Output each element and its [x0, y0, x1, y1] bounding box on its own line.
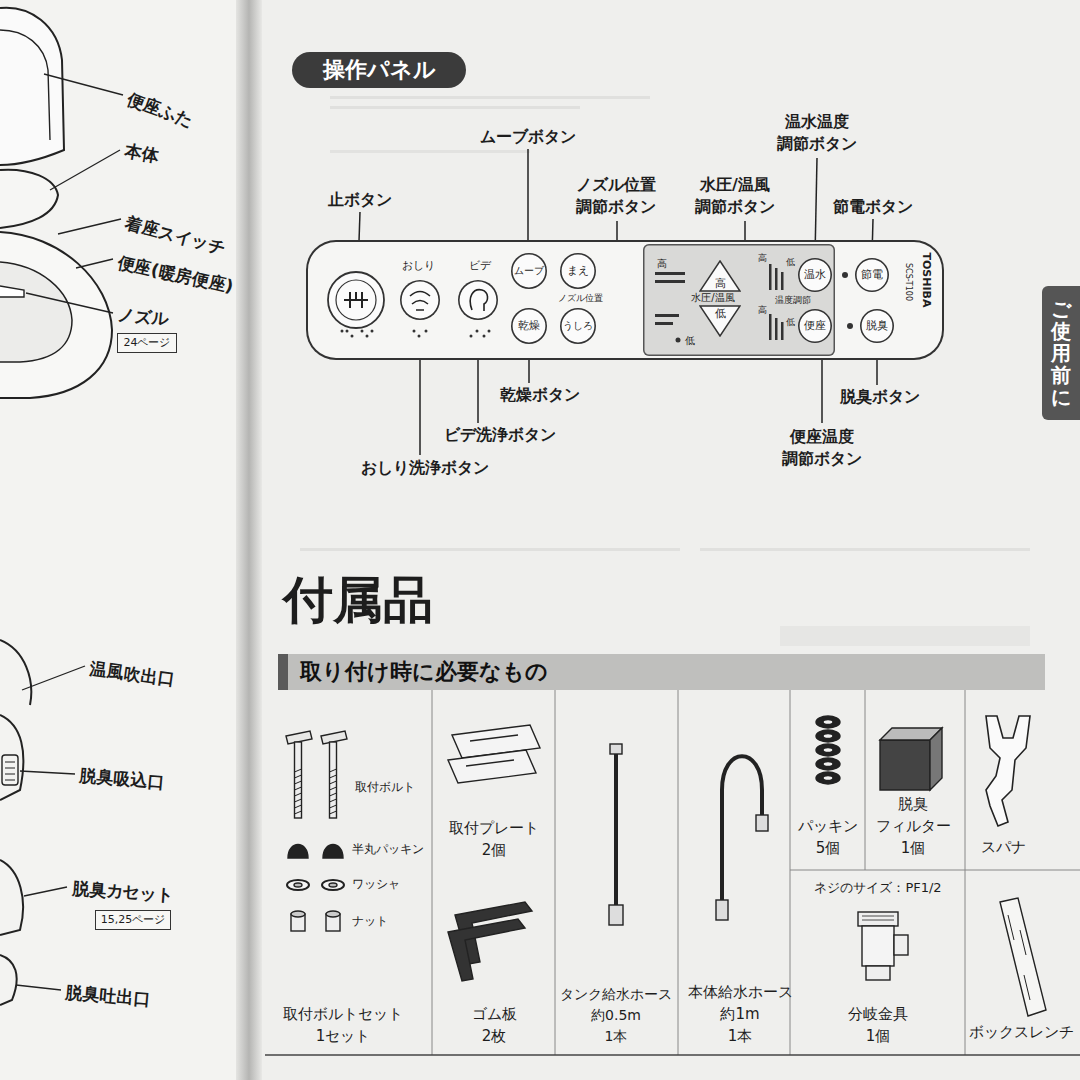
panel-button: 温水: [798, 258, 832, 292]
indicator-label: 低: [786, 258, 795, 267]
button-text: 温水: [804, 268, 826, 281]
button-callout: 止ボタン: [328, 189, 392, 211]
band-heading: 取り付け時に必要なもの: [300, 659, 548, 685]
accessory-name: タンク給水ホース 約0.5m 1本: [559, 984, 673, 1047]
part-label: 便座ふた: [124, 88, 195, 132]
part-label: 脱臭吸込口: [79, 764, 166, 793]
side-tab-text: ご使用前に: [1051, 298, 1071, 408]
button-text: 便座: [804, 319, 826, 332]
button-text: 乾燥: [518, 319, 540, 332]
thread-size-note: ネジのサイズ：PF1/2: [814, 880, 941, 897]
triangle-outline: [700, 261, 740, 291]
panel-button: ムーブ: [511, 253, 547, 289]
button-callout: 便座温度 調節ボタン: [781, 426, 863, 469]
accessory-name: 分岐金具 1個: [847, 1004, 909, 1048]
accessory-illustrations: [286, 716, 1046, 1016]
page-reference: 15,25ページ: [95, 910, 171, 930]
accessory-name: スパナ: [981, 837, 1026, 859]
button-callout: ムーブボタン: [480, 126, 576, 148]
part-label: 本体: [123, 139, 160, 167]
button-callout: 乾燥ボタン: [500, 384, 580, 406]
heading-band: 取り付け時に必要なもの: [278, 654, 1045, 690]
accessory-name: パッキン 5個: [797, 816, 859, 860]
indicator-label: 高: [758, 306, 767, 315]
button-heading: ビデ: [469, 260, 491, 271]
button-text: 低: [715, 307, 726, 320]
page-reference-text: 24ページ: [124, 336, 171, 349]
section-heading: 操作パネル: [323, 57, 436, 83]
control-panel-drawing: [306, 240, 944, 360]
control-panel: TOSHIBASCS-T100ノズル位置おしりビデムーブ乾燥まえうしろ高水圧/温…: [306, 240, 944, 360]
indicator-label: 水圧/温風: [691, 293, 734, 303]
triangle-button: 低: [699, 305, 741, 337]
accessory-name: 脱臭 フィルター 1個: [875, 794, 952, 859]
panel-button: 乾燥: [511, 308, 547, 344]
part-label: 温風吹出口: [88, 657, 175, 691]
accessory-name: ボックスレンチ: [969, 1022, 1074, 1044]
part-label: 脱臭カセット: [71, 877, 174, 906]
button-text: まえ: [567, 264, 589, 277]
accessory-name: 取付プレート 2個: [448, 818, 540, 862]
section-heading: 付属品: [283, 570, 433, 630]
part-label: 着座スイッチ: [123, 211, 227, 259]
part-label: 半丸パッキン: [352, 842, 424, 858]
button-callout: 温水温度 調節ボタン: [776, 111, 858, 154]
button-callout: おしり洗浄ボタン: [361, 457, 489, 479]
part-label: ワッシャ: [352, 877, 400, 893]
button-text: 節電: [861, 268, 883, 281]
button-text: うしろ: [563, 320, 593, 332]
button-text: 脱臭: [866, 319, 888, 332]
triangle-outline: [700, 306, 740, 336]
part-label: 脱臭吐出口: [65, 981, 152, 1010]
model-number: SCS-T100: [904, 263, 912, 301]
accessory-name: 取付ボルトセット 1セット: [282, 1004, 404, 1048]
panel-button: 脱臭: [860, 309, 894, 343]
display-area: 高水圧/温風低高低温度調節高低高低温水便座: [643, 244, 835, 356]
button-callout: 節電ボタン: [833, 196, 913, 218]
accessory-table-lines: [265, 690, 1080, 1055]
accessory-name: ゴム板 2枚: [471, 1004, 518, 1048]
page-reference-text: 15,25ページ: [101, 913, 166, 926]
part-label: 取付ボルト: [355, 780, 415, 796]
panel-button: ビデ: [458, 280, 498, 320]
button-text: ムーブ: [514, 265, 544, 277]
indicator-label: 低: [786, 318, 795, 327]
button-callout: 水圧/温風 調節ボタン: [694, 174, 776, 217]
indicator-label: 高: [657, 259, 667, 269]
panel-button: 節電: [855, 258, 889, 292]
button-callout: 脱臭ボタン: [840, 386, 920, 408]
part-label: ナット: [352, 914, 388, 930]
panel-button: おしり: [400, 280, 440, 320]
button-callout: ビデ洗浄ボタン: [444, 424, 556, 446]
button-heading: おしり: [402, 260, 435, 271]
indicator-label: 高: [758, 254, 767, 263]
leader-lines: [16, 74, 877, 990]
triangle-button: 高: [699, 260, 741, 292]
button-text: 高: [715, 277, 726, 290]
panel-print: ノズル位置: [558, 294, 603, 303]
panel-button: 便座: [798, 309, 832, 343]
button-callout: ノズル位置 調節ボタン: [575, 174, 657, 217]
side-tab: ご使用前に: [1042, 286, 1080, 420]
section-tab: 操作パネル: [292, 52, 466, 88]
panel-button: うしろ: [560, 308, 596, 344]
toilet-seat-illustration: [0, 8, 112, 1005]
brand-name: TOSHIBA: [921, 253, 932, 308]
part-label: ノズル: [117, 303, 170, 330]
indicator-label: 低: [685, 336, 695, 346]
part-label: 便座(暖房便座): [116, 251, 236, 297]
accessory-name: 本体給水ホース 約1m 1本: [687, 982, 794, 1047]
page-reference: 24ページ: [117, 333, 177, 353]
panel-button: まえ: [560, 253, 596, 289]
indicator-label: 温度調節: [775, 296, 811, 305]
